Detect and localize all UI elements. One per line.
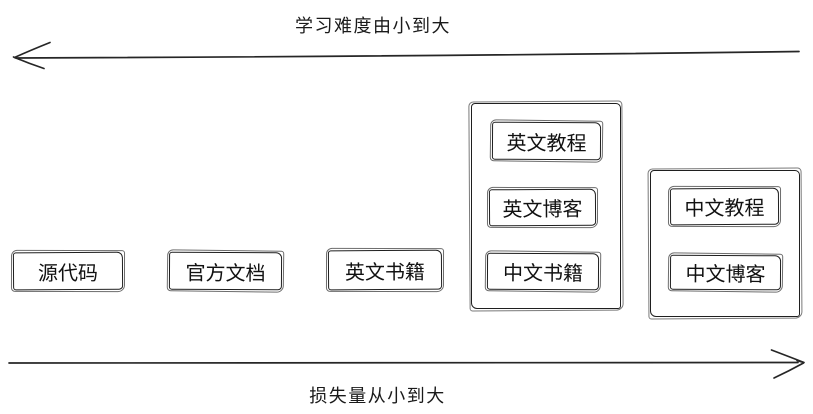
bottom-axis-label: 损失量从小到大 (309, 386, 446, 406)
node-chinese-blogs: 中文博客 (669, 254, 782, 291)
node-chinese-tutorials: 中文教程 (669, 187, 780, 226)
node-english-blogs-label: 英文博客 (502, 198, 583, 222)
top-axis-line (15, 50, 800, 59)
node-english-tutorials: 英文教程 (491, 121, 602, 161)
left-arrowhead-icon (13, 41, 51, 61)
bottom-axis-line (8, 361, 799, 365)
right-arrow-icon (8, 349, 805, 379)
node-source-code: 源代码 (12, 251, 124, 291)
left-arrow-icon (12, 41, 800, 70)
node-chinese-tutorials-label: 中文教程 (684, 197, 765, 221)
node-english-books-label: 英文书籍 (344, 261, 426, 284)
group-chinese-resources: 中文教程 中文博客 (650, 170, 800, 317)
right-arrowhead-lower-stroke (773, 362, 805, 379)
node-chinese-books-label: 中文书籍 (502, 262, 584, 286)
node-english-books: 英文书籍 (327, 249, 443, 291)
node-chinese-books: 中文书籍 (486, 252, 600, 291)
node-english-tutorials-label: 英文教程 (506, 132, 587, 155)
node-chinese-blogs-label: 中文博客 (685, 263, 766, 287)
right-arrowhead-icon (770, 349, 805, 364)
left-arrowhead-lower-stroke (12, 56, 45, 70)
node-official-docs-label: 官方文档 (185, 262, 266, 285)
node-official-docs: 官方文档 (168, 251, 283, 291)
node-source-code-label: 源代码 (37, 262, 99, 285)
node-english-blogs: 英文博客 (488, 188, 597, 227)
top-axis-label: 学习难度由小到大 (295, 16, 451, 36)
group-english-resources: 英文教程 英文博客 中文书籍 (471, 103, 621, 309)
